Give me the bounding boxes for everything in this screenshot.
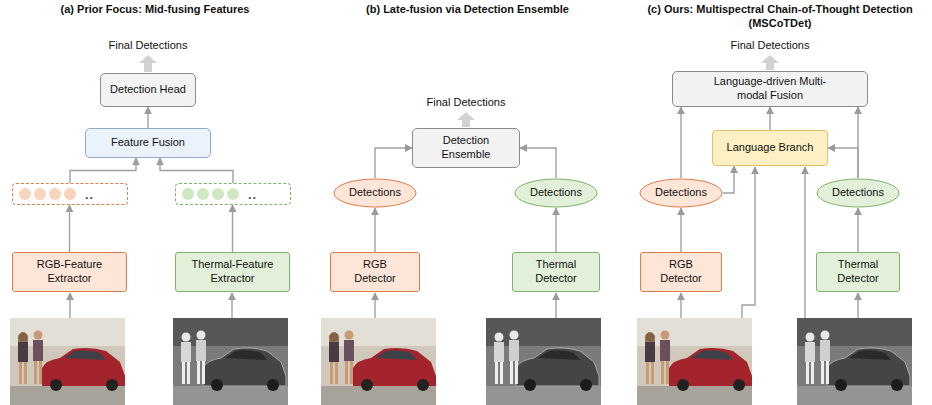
output-label: Final Detections [98, 39, 198, 53]
input-arrow [69, 293, 70, 318]
thermal-photo [486, 318, 601, 405]
image-to-language-arrow [742, 167, 755, 318]
connector [723, 166, 734, 193]
thermal-photo [797, 318, 912, 405]
feature-token-box: .. [175, 183, 291, 205]
node-text: Language Branch [727, 141, 814, 155]
node-text: Feature Fusion [111, 136, 185, 150]
panel-title: (c) Ours: Multispectral Chain-of-Thought… [632, 3, 928, 31]
detections-ellipse: Detections [333, 178, 417, 208]
process-box: RGB-Feature Extractor [12, 252, 127, 292]
node-text: Detection Ensemble [431, 134, 501, 162]
process-box: Thermal Detector [816, 252, 900, 292]
input-wires [70, 167, 858, 318]
process-box: Thermal-Feature Extractor [175, 252, 290, 292]
feature-token-box: .. [12, 183, 128, 205]
node-text: Thermal-Feature Extractor [183, 258, 283, 286]
connector [828, 148, 858, 178]
node-text: Language-driven Multi-modal Fusion [705, 75, 835, 103]
process-box: RGB Detector [640, 252, 722, 292]
rgb-photo [637, 318, 752, 405]
input-arrow [231, 293, 232, 318]
rgb-photo [10, 318, 125, 405]
process-box: Feature Fusion [85, 128, 211, 158]
connector [520, 148, 556, 178]
connector [680, 107, 681, 178]
feature-token [64, 188, 76, 200]
process-box: Thermal Detector [512, 252, 600, 292]
node-text: .. [85, 188, 94, 201]
ellipse-shape [334, 179, 416, 207]
output-block-arrow [457, 112, 475, 127]
ellipse-shape [817, 179, 899, 207]
feature-token [182, 188, 194, 200]
panel-title: (a) Prior Focus: Mid-fusing Features [20, 3, 290, 17]
input-arrow [857, 293, 858, 318]
feature-token [227, 188, 239, 200]
connector [374, 208, 375, 252]
connector [160, 158, 233, 183]
connector [232, 205, 233, 252]
input-arrow [680, 293, 681, 318]
input-arrow [555, 293, 556, 318]
input-arrow [374, 293, 375, 318]
detections-ellipse: Detections [816, 178, 900, 208]
connector [680, 208, 681, 252]
rgb-photo [321, 318, 436, 405]
connector [857, 208, 858, 252]
node-text: RGB Detector [653, 258, 709, 286]
feature-token [34, 188, 46, 200]
node-text: Detections [349, 186, 401, 200]
node-text: RGB-Feature Extractor [20, 258, 120, 286]
connector [555, 208, 556, 252]
node-text: Detections [530, 186, 582, 200]
connector [69, 205, 70, 252]
ellipse-shape [640, 179, 722, 207]
panel-title: (b) Late-fusion via Detection Ensemble [335, 3, 600, 17]
image-to-language-arrow [804, 167, 805, 318]
connector [70, 158, 136, 183]
ellipse-shape [515, 179, 597, 207]
process-box: RGB Detector [330, 252, 420, 292]
node-text: RGB Detector [347, 258, 403, 286]
connector [375, 148, 412, 178]
process-box: Language-driven Multi-modal Fusion [672, 71, 868, 107]
output-label: Final Detections [720, 39, 820, 53]
feature-token [19, 188, 31, 200]
feature-token [49, 188, 61, 200]
output-block-arrow [761, 55, 779, 70]
output-block-arrow [139, 55, 157, 72]
process-box: Detection Ensemble [412, 128, 520, 168]
node-text: Thermal Detector [528, 258, 584, 286]
feature-token [212, 188, 224, 200]
connector [147, 107, 148, 128]
node-text: .. [248, 188, 257, 201]
output-label: Final Detections [416, 96, 516, 110]
node-text: Detections [832, 186, 884, 200]
detections-ellipse: Detections [639, 178, 723, 208]
process-box: Language Branch [712, 130, 828, 166]
feature-token [197, 188, 209, 200]
process-box: Detection Head [100, 73, 196, 107]
node-text: Thermal Detector [830, 258, 886, 286]
thermal-photo [173, 318, 288, 405]
connector [769, 107, 770, 130]
node-text: Detection Head [110, 83, 186, 97]
node-text: Detections [655, 186, 707, 200]
detections-ellipse: Detections [514, 178, 598, 208]
